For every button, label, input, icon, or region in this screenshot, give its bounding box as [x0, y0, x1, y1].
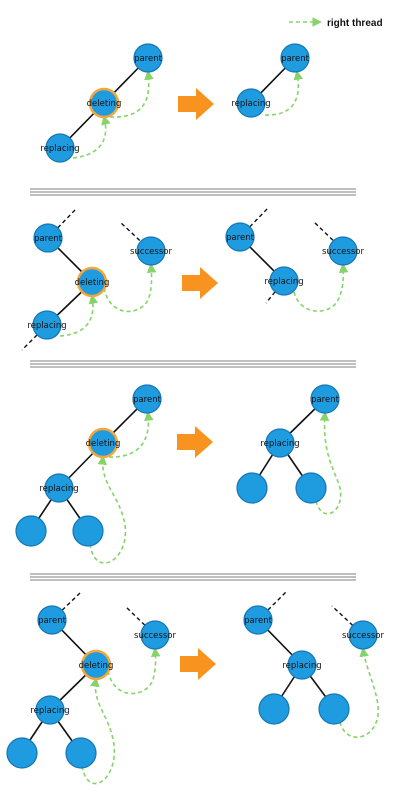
node-left-child	[15, 515, 47, 547]
node-parent	[243, 605, 273, 635]
thread-deleting-to-parent	[108, 411, 154, 458]
label-replacing: replacing	[231, 99, 270, 109]
panel-2-before: parent successor deleting replacing	[21, 209, 172, 351]
node-left-child	[236, 472, 268, 504]
thread-right-child-to-successor	[339, 647, 379, 738]
panel-4-after: parent successor replacing	[243, 591, 384, 738]
label-deleting: deleting	[79, 661, 114, 671]
label-successor: successor	[134, 631, 176, 641]
thread-replacing-to-deleting	[59, 294, 99, 337]
transform-arrow-1	[178, 88, 214, 120]
separator-2	[30, 360, 356, 368]
node-left-child	[258, 693, 290, 725]
panel-3: parent deleting replacing parent replaci…	[15, 384, 342, 564]
node-right-child	[295, 472, 327, 504]
panel-1: parent deleting replacing parent replaci…	[40, 43, 310, 163]
node-replacing	[269, 266, 299, 296]
panel-1-before: parent deleting replacing	[40, 43, 163, 163]
label-deleting: deleting	[75, 278, 110, 288]
label-parent: parent	[38, 616, 67, 626]
separator-1	[30, 188, 356, 196]
node-replacing	[287, 650, 317, 680]
node-parent	[310, 384, 340, 414]
transform-arrow-4	[180, 648, 216, 680]
thread-replacing-to-deleting	[72, 115, 111, 159]
node-replacing	[265, 428, 295, 458]
node-replacing	[44, 473, 74, 503]
node-parent	[225, 222, 255, 252]
panel-4-before: parent successor deleting replacing	[6, 592, 176, 785]
separator-3	[30, 573, 356, 581]
thread-deleting-to-parent	[109, 70, 154, 118]
thread-replacing-to-parent	[264, 70, 304, 116]
label-successor: successor	[322, 247, 364, 257]
label-replacing: replacing	[264, 277, 303, 287]
label-parent: parent	[281, 54, 310, 64]
node-replacing	[45, 133, 75, 163]
node-successor	[328, 236, 358, 266]
label-replacing: replacing	[282, 661, 321, 671]
node-parent	[133, 43, 163, 73]
transform-arrow-3	[177, 426, 213, 458]
label-parent: parent	[133, 395, 162, 405]
label-successor: successor	[130, 247, 172, 257]
label-replacing: replacing	[39, 484, 78, 494]
label-deleting: deleting	[87, 99, 122, 109]
thread-replacing-to-successor	[293, 263, 349, 312]
panel-3-before: parent deleting replacing	[15, 384, 162, 564]
label-replacing: replacing	[40, 144, 79, 154]
node-left-child	[6, 737, 38, 769]
node-replacing	[35, 695, 65, 725]
node-parent	[280, 43, 310, 73]
label-replacing: replacing	[30, 706, 69, 716]
label-replacing: replacing	[27, 321, 66, 331]
node-replacing	[32, 310, 62, 340]
thread-right-child-to-parent	[315, 411, 342, 515]
panel-4: parent successor deleting replacing pare…	[6, 591, 384, 785]
label-replacing: replacing	[260, 439, 299, 449]
thread-right-child-to-deleting	[89, 455, 127, 564]
label-parent: parent	[134, 54, 163, 64]
transform-arrow-2	[182, 267, 218, 299]
node-successor	[136, 236, 166, 266]
legend: right thread	[289, 17, 383, 29]
panel-2-after: parent successor replacing	[225, 207, 364, 312]
node-parent	[33, 223, 63, 253]
node-successor	[348, 620, 378, 650]
thread-right-child-to-deleting	[81, 677, 116, 785]
label-deleting: deleting	[86, 439, 121, 449]
node-successor	[140, 620, 170, 650]
node-right-child	[318, 693, 350, 725]
node-deleting	[80, 649, 112, 681]
node-replacing	[236, 88, 266, 118]
label-parent: parent	[311, 395, 340, 405]
label-successor: successor	[342, 631, 384, 641]
label-parent: parent	[34, 234, 63, 244]
node-deleting	[76, 266, 108, 298]
panel-1-after: parent replacing	[231, 43, 310, 118]
label-parent: parent	[226, 233, 255, 243]
node-deleting	[88, 87, 120, 119]
label-parent: parent	[244, 616, 273, 626]
panel-2: parent successor deleting replacing pare…	[21, 207, 364, 351]
legend-label: right thread	[327, 18, 383, 29]
node-parent	[37, 605, 67, 635]
node-right-child	[65, 737, 97, 769]
thread-deleting-to-successor	[103, 263, 157, 313]
node-parent	[132, 384, 162, 414]
thread-deleting-to-successor	[107, 647, 161, 695]
panel-3-after: parent replacing	[236, 384, 342, 515]
node-deleting	[87, 427, 119, 459]
node-right-child	[72, 515, 104, 547]
